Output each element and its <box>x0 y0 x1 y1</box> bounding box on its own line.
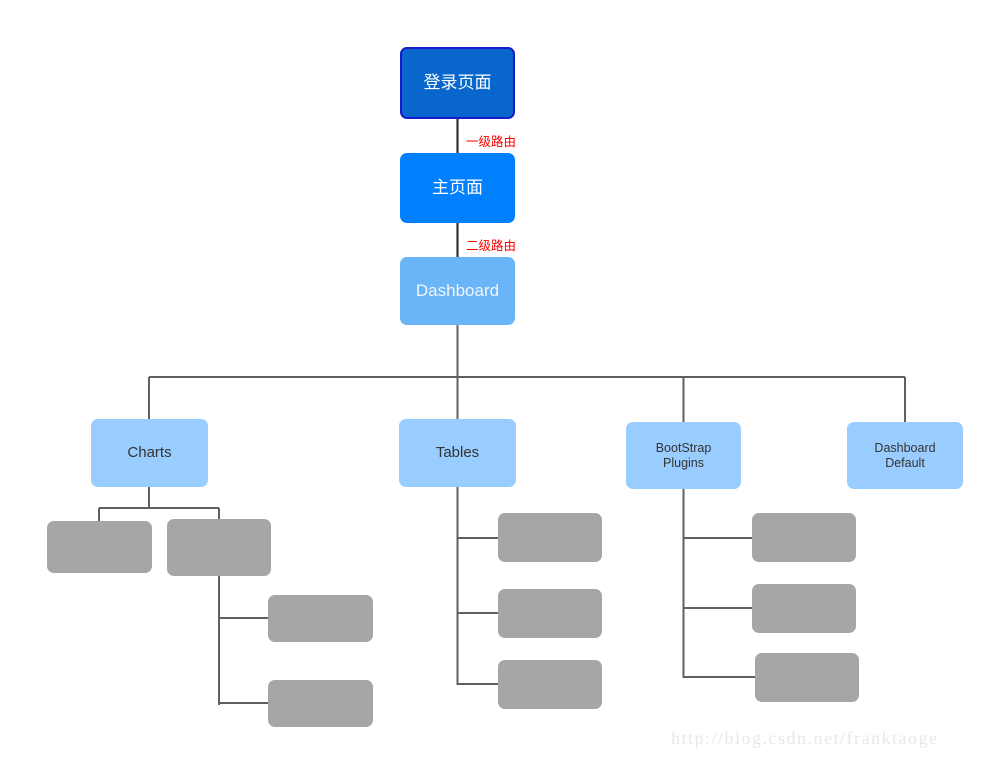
node-dashdef[interactable]: Dashboard Default <box>847 422 963 489</box>
node-tables-c1[interactable] <box>498 513 602 562</box>
edge-label-level2-route: 二级路由 <box>466 239 517 253</box>
node-boot-c2[interactable] <box>752 584 856 633</box>
node-charts-c2[interactable] <box>167 519 271 576</box>
node-boot-c3[interactable] <box>755 653 859 702</box>
node-home[interactable]: 主页面 <box>400 153 515 223</box>
node-boot-c1[interactable] <box>752 513 856 562</box>
node-tables[interactable]: Tables <box>399 419 516 487</box>
node-bootstrap[interactable]: BootStrap Plugins <box>626 422 741 489</box>
node-charts[interactable]: Charts <box>91 419 208 487</box>
node-tables-c2[interactable] <box>498 589 602 638</box>
edge-label-level1-route: 一级路由 <box>466 135 517 149</box>
node-tables-c3[interactable] <box>498 660 602 709</box>
node-charts-c4[interactable] <box>268 680 373 727</box>
node-login[interactable]: 登录页面 <box>400 47 515 119</box>
node-dashboard[interactable]: Dashboard <box>400 257 515 325</box>
node-charts-c1[interactable] <box>47 521 152 573</box>
node-charts-c3[interactable] <box>268 595 373 642</box>
watermark: http://blog.csdn.net/franktaoge <box>671 728 939 748</box>
